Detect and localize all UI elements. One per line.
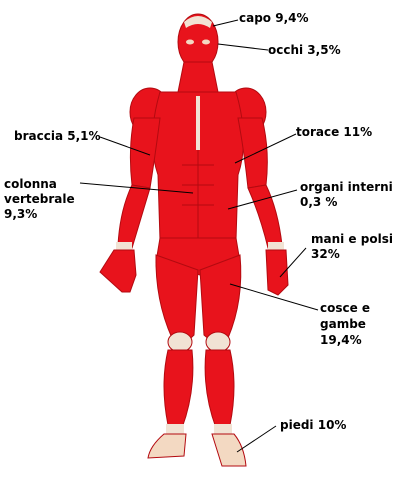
leader-line-feet [236, 425, 277, 453]
left-ankle [166, 424, 184, 434]
leader-line-chest [234, 133, 297, 164]
left-hand [99, 249, 137, 293]
label-organs-line-2: 0,3 % [300, 195, 338, 209]
left-eye [186, 39, 194, 45]
label-spine-line-1: colonna [4, 177, 57, 191]
right-hand [265, 249, 289, 296]
left-foot [147, 433, 187, 459]
leader-lines [79, 19, 319, 453]
right-lower-leg [204, 349, 235, 429]
label-legs-line-1: cosce e [320, 301, 371, 315]
right-wrist [268, 242, 284, 250]
left-thigh [155, 254, 199, 342]
right-eye [202, 39, 210, 45]
left-forearm [117, 184, 151, 249]
right-knee [205, 331, 231, 353]
leader-line-eyes [217, 43, 269, 51]
human-muscle-figure [99, 13, 289, 467]
leader-line-head [212, 19, 239, 27]
left-wrist [116, 242, 132, 250]
leader-line-hands [279, 247, 307, 278]
label-chest: torace 11% [296, 125, 373, 139]
right-foot [211, 433, 247, 467]
leader-line-organs [227, 189, 298, 210]
right-ankle [214, 424, 232, 434]
leader-line-legs [229, 283, 319, 311]
left-lower-leg [163, 349, 194, 429]
label-legs-line-2: gambe [320, 317, 366, 331]
label-legs-line-3: 19,4% [320, 333, 362, 347]
label-spine-line-2: vertebrale [4, 192, 75, 206]
right-forearm [247, 184, 283, 249]
label-arms: braccia 5,1% [14, 129, 101, 143]
label-feet: piedi 10% [280, 418, 347, 432]
label-hands-line-2: 32% [311, 247, 340, 261]
sternum [196, 96, 200, 150]
neck [177, 61, 219, 93]
leader-line-arms [99, 136, 151, 156]
label-eyes: occhi 3,5% [268, 43, 341, 57]
left-knee [167, 331, 193, 353]
abdominals [182, 150, 214, 238]
right-thigh [199, 254, 242, 342]
forehead-tendon [184, 16, 212, 28]
label-head: capo 9,4% [239, 11, 309, 25]
leader-line-spine [79, 182, 194, 194]
label-spine-line-3: 9,3% [4, 207, 38, 221]
label-organs-line-1: organi interni [300, 180, 393, 194]
label-hands-line-1: mani e polsi [311, 232, 393, 246]
